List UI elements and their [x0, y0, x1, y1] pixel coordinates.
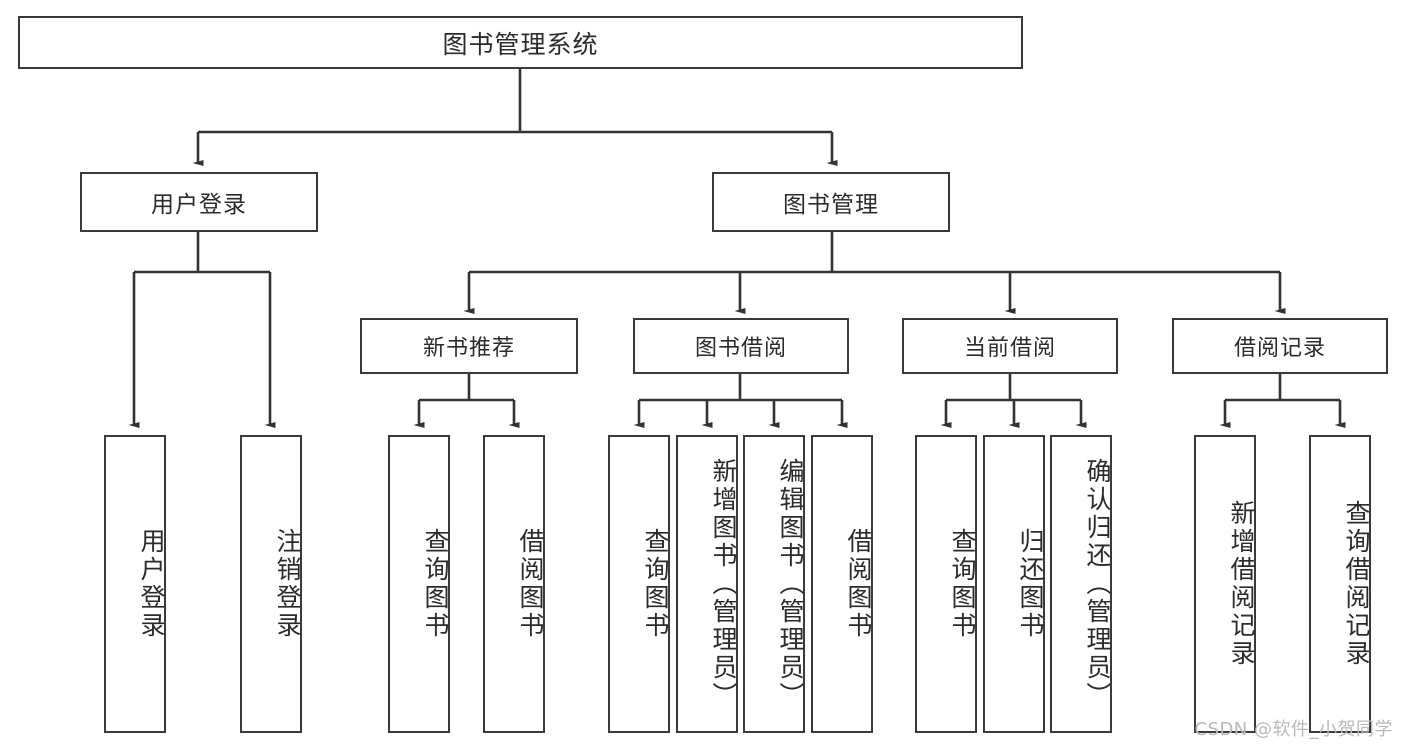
leaf-new-book-query[interactable]: 查询图书: [388, 435, 450, 733]
leaf-book-borrow-edit[interactable]: 编辑图书（管理员）: [743, 435, 805, 733]
node-label: 查询图书: [421, 528, 450, 640]
leaf-current-borrow-query[interactable]: 查询图书: [915, 435, 977, 733]
node-label: 用户登录: [151, 192, 247, 218]
csdn-watermark: CSDN @软件_小贺同学: [1194, 719, 1393, 740]
node-book-manage[interactable]: 图书管理: [712, 172, 950, 232]
leaf-book-borrow-add[interactable]: 新增图书（管理员）: [676, 435, 738, 733]
node-label: 图书管理系统: [442, 29, 599, 59]
node-label: 借阅图书: [516, 528, 545, 640]
leaf-borrow-record-add[interactable]: 新增借阅记录: [1194, 435, 1256, 733]
node-label: 新增图书（管理员）: [709, 458, 738, 710]
leaf-current-borrow-confirm-return[interactable]: 确认归还（管理员）: [1050, 435, 1112, 733]
node-label: 查询图书: [641, 528, 670, 640]
node-label: 归还图书: [1016, 528, 1045, 640]
node-label: 图书借阅: [694, 336, 787, 361]
node-label: 借阅图书: [844, 528, 873, 640]
node-new-book-recommend[interactable]: 新书推荐: [360, 318, 578, 374]
node-label: 当前借阅: [963, 336, 1056, 361]
node-label: 查询借阅记录: [1342, 500, 1371, 668]
leaf-new-book-borrow[interactable]: 借阅图书: [483, 435, 545, 733]
node-book-borrow[interactable]: 图书借阅: [633, 318, 849, 374]
leaf-user-login-logout[interactable]: 注销登录: [240, 435, 302, 733]
leaf-user-login-login[interactable]: 用户登录: [104, 435, 166, 733]
node-label: 编辑图书（管理员）: [776, 458, 805, 710]
node-label: 借阅记录: [1233, 336, 1326, 361]
node-label: 注销登录: [273, 528, 302, 640]
node-label: 确认归还（管理员）: [1083, 458, 1112, 710]
node-borrow-record[interactable]: 借阅记录: [1172, 318, 1388, 374]
node-label: 新书推荐: [422, 336, 515, 361]
leaf-current-borrow-return[interactable]: 归还图书: [983, 435, 1045, 733]
node-label: 新增借阅记录: [1227, 500, 1256, 668]
node-root-system[interactable]: 图书管理系统: [18, 16, 1023, 69]
leaf-book-borrow-query[interactable]: 查询图书: [608, 435, 670, 733]
node-user-login[interactable]: 用户登录: [80, 172, 318, 232]
node-label: 用户登录: [137, 528, 166, 640]
node-label: 查询图书: [948, 528, 977, 640]
node-current-borrow[interactable]: 当前借阅: [902, 318, 1118, 374]
node-label: 图书管理: [783, 192, 879, 218]
leaf-book-borrow-borrow[interactable]: 借阅图书: [811, 435, 873, 733]
leaf-borrow-record-query[interactable]: 查询借阅记录: [1309, 435, 1371, 733]
